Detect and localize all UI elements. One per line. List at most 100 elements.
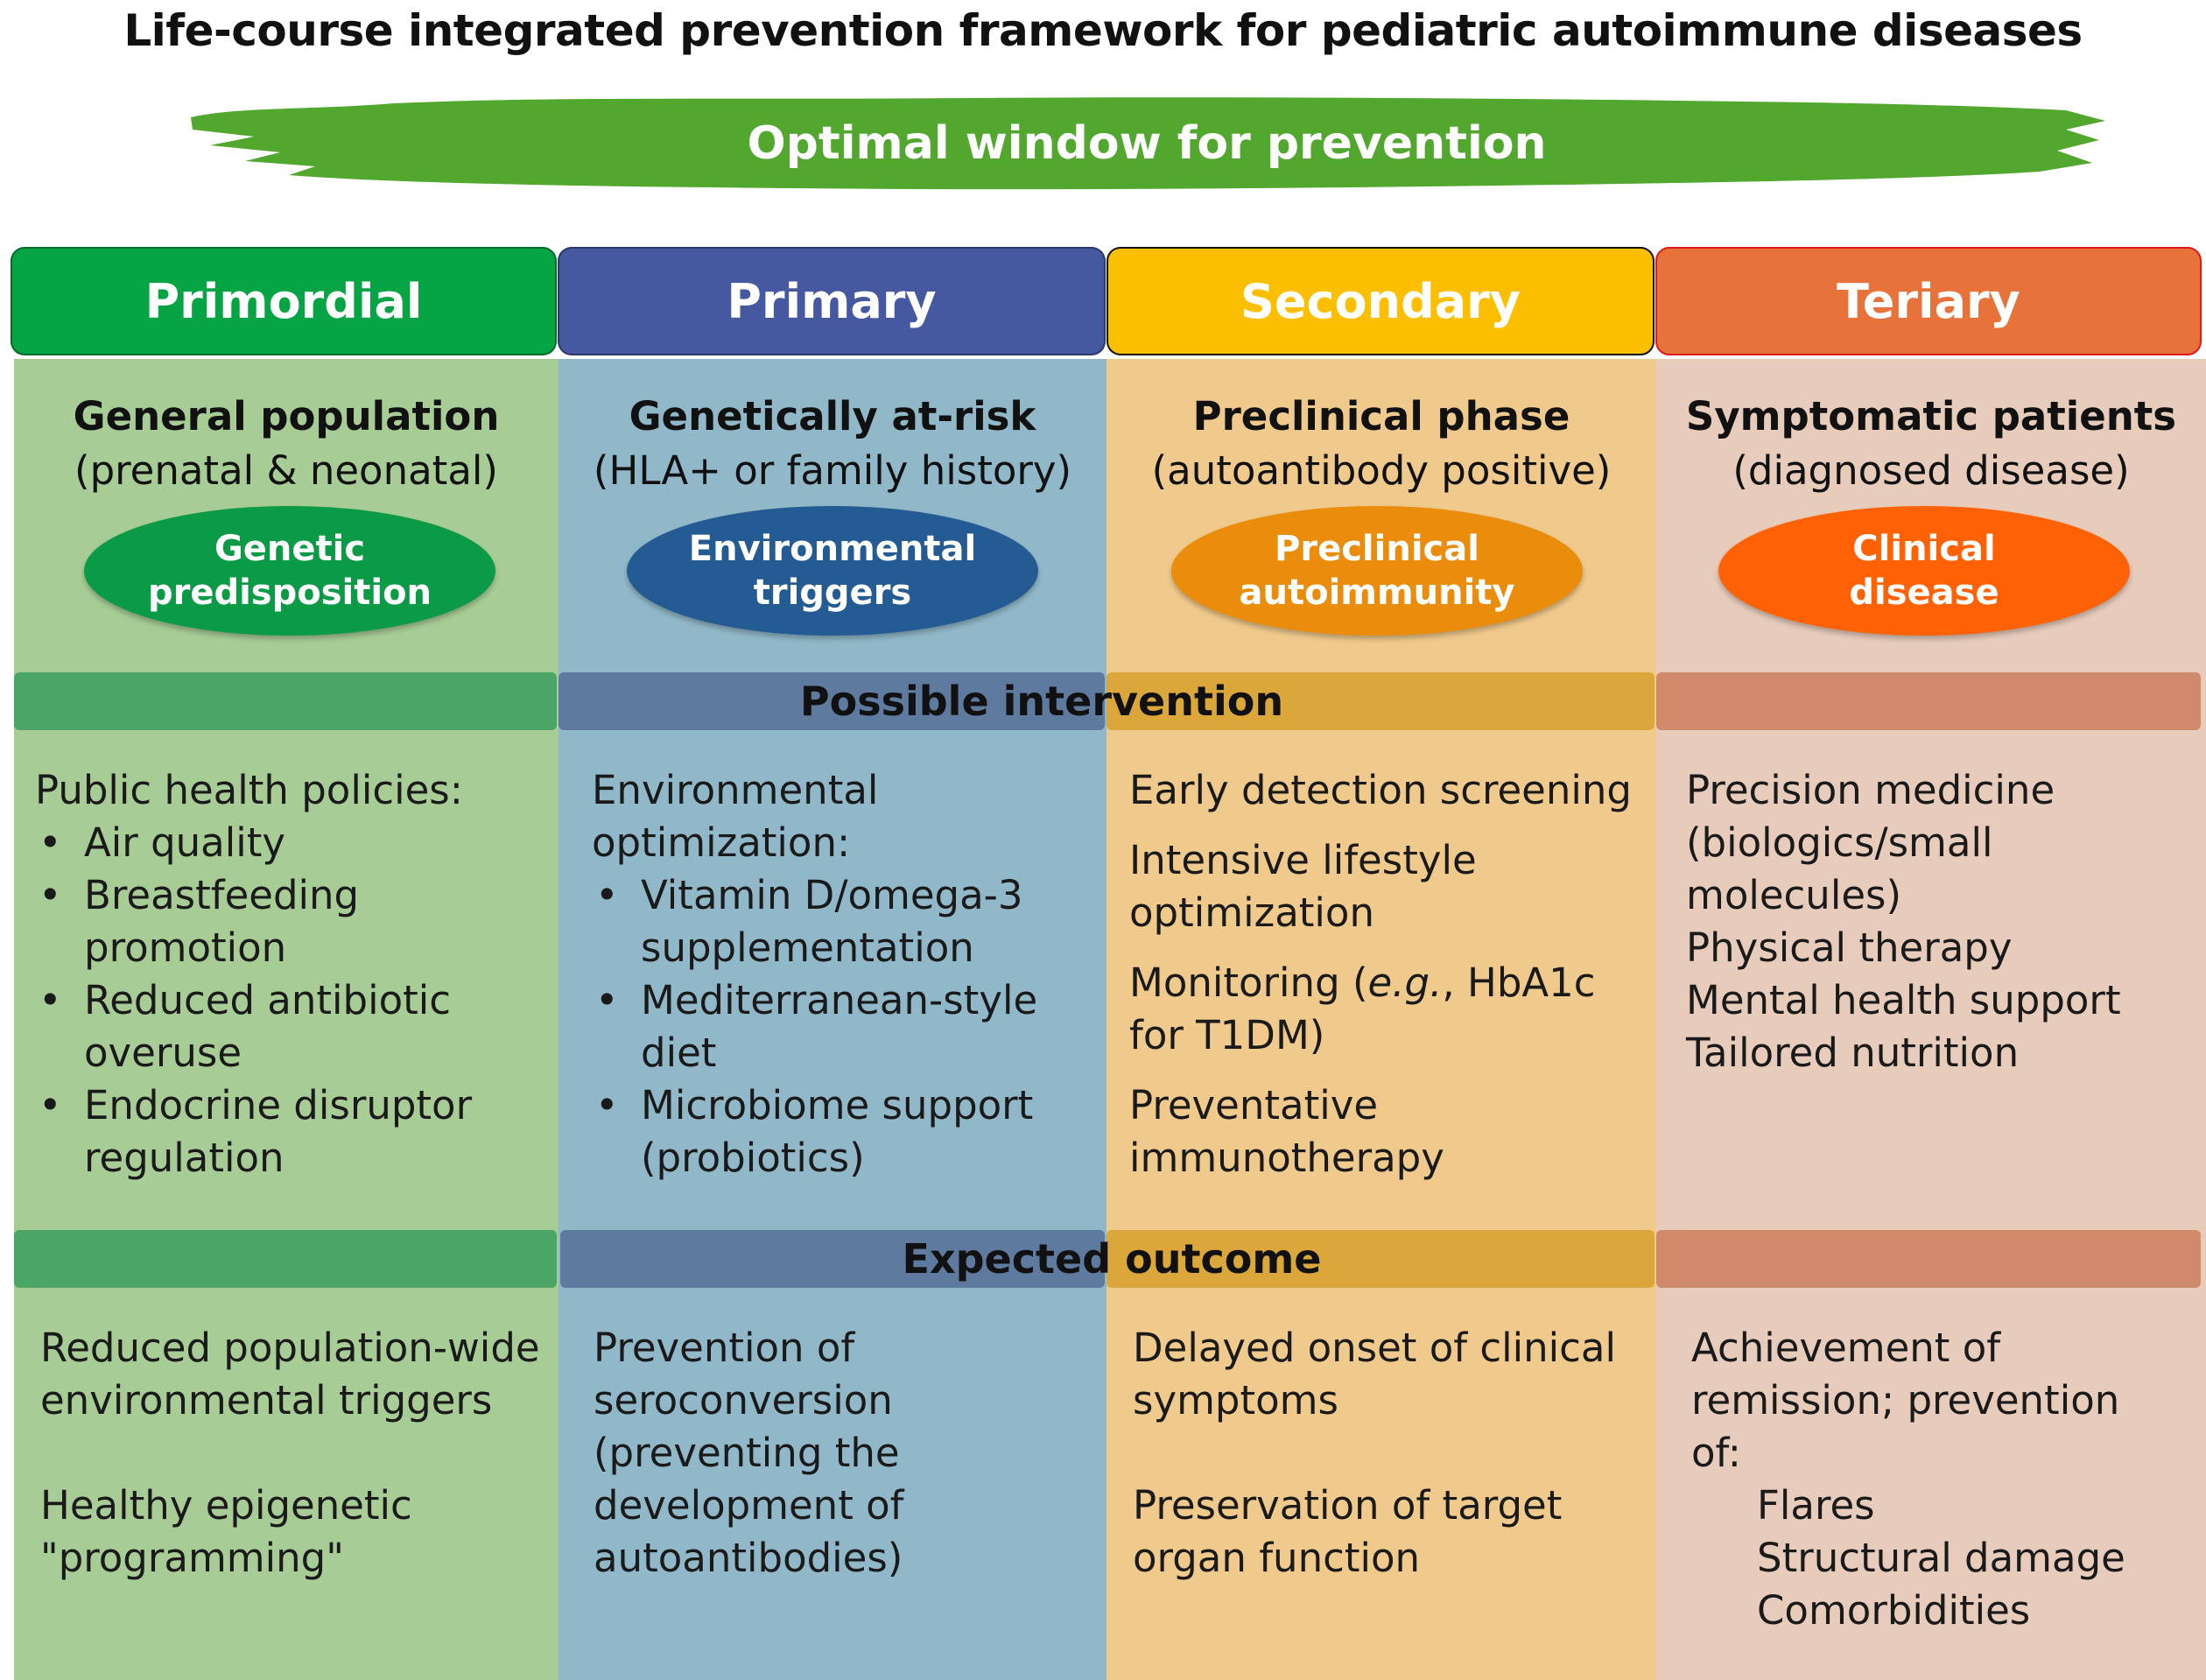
outcome-band-primordial xyxy=(14,1230,557,1288)
outcome-item: symptoms xyxy=(1133,1377,1338,1423)
spacer xyxy=(1129,1062,1632,1079)
outcome-list-primordial: Reduced population-wide environmental tr… xyxy=(40,1322,540,1585)
outcome-subitem: Comorbidities xyxy=(1757,1587,2031,1634)
outcome-band-primary xyxy=(560,1230,1105,1288)
intervention-band-primordial xyxy=(14,672,557,730)
text-part-italic: e.g. xyxy=(1367,959,1443,1006)
target-primordial: General population (prenatal & neonatal) xyxy=(14,390,559,498)
outcome-subitem: Structural damage xyxy=(1757,1535,2125,1581)
bullet-continuation: supplementation xyxy=(641,924,974,971)
stage-line: disease xyxy=(1849,573,1999,613)
target-subtitle: (autoantibody positive) xyxy=(1151,447,1612,494)
intervention-item: Early detection screening xyxy=(1129,767,1632,813)
bullet-item: Breastfeeding xyxy=(35,869,472,922)
intervention-list-primary: Environmental optimization: Vitamin D/om… xyxy=(592,764,1037,1184)
prevention-window-banner: Optimal window for prevention xyxy=(184,91,2110,196)
bullet-continuation: promotion xyxy=(84,924,287,971)
intervention-item: Preventative xyxy=(1129,1082,1379,1128)
target-title: Symptomatic patients xyxy=(1685,393,2177,439)
stage-line: triggers xyxy=(753,573,912,613)
intervention-item: Mental health support xyxy=(1686,977,2121,1023)
intervention-item: Precision medicine xyxy=(1686,767,2055,813)
outcome-subitem: Flares xyxy=(1757,1482,1875,1529)
intervention-item: Physical therapy xyxy=(1686,924,2013,971)
target-secondary: Preclinical phase (autoantibody positive… xyxy=(1107,390,1656,498)
stage-line: predisposition xyxy=(147,573,432,613)
outcome-item: environmental triggers xyxy=(40,1377,493,1423)
bullet-item: Air quality xyxy=(35,817,472,869)
intervention-item: Intensive lifestyle xyxy=(1129,837,1477,883)
target-tertiary: Symptomatic patients (diagnosed disease) xyxy=(1656,390,2206,498)
figure-title: Life-course integrated prevention framew… xyxy=(123,5,2083,56)
bullet-item: Endocrine disruptor xyxy=(35,1079,472,1132)
outcome-item: organ function xyxy=(1133,1535,1421,1581)
expected-outcome-label: Expected outcome xyxy=(902,1235,1322,1283)
outcome-item: seroconversion xyxy=(594,1377,893,1423)
stage-line: Genetic xyxy=(214,529,366,569)
outcome-item: of: xyxy=(1691,1430,1741,1476)
target-title: Genetically at-risk xyxy=(629,393,1036,439)
target-subtitle: (HLA+ or family history) xyxy=(593,447,1072,494)
possible-intervention-label: Possible intervention xyxy=(799,678,1284,725)
target-title: Preclinical phase xyxy=(1192,393,1570,439)
header-primordial: Primordial xyxy=(11,247,557,355)
outcome-item: development of xyxy=(594,1482,904,1529)
intervention-intro: Public health policies: xyxy=(35,767,463,813)
outcome-band-tertiary xyxy=(1656,1230,2201,1288)
bullet-continuation: (probiotics) xyxy=(641,1135,865,1181)
intervention-list-tertiary: Precision medicine (biologics/small mole… xyxy=(1686,764,2121,1079)
stage-line: Clinical xyxy=(1852,529,1996,569)
stage-line: Preclinical xyxy=(1275,529,1479,569)
outcome-item: Reduced population-wide xyxy=(40,1325,540,1371)
spacer xyxy=(1129,939,1632,957)
bullet-item: Reduced antibiotic xyxy=(35,974,472,1027)
spacer xyxy=(1133,1427,1616,1480)
intervention-item: Tailored nutrition xyxy=(1686,1030,2020,1076)
target-primary: Genetically at-risk (HLA+ or family hist… xyxy=(559,390,1107,498)
text-part: , HbA1c xyxy=(1442,959,1596,1006)
bullet-item: Microbiome support xyxy=(592,1079,1037,1132)
intervention-item-monitoring: Monitoring (e.g., HbA1c xyxy=(1129,957,1632,1009)
intervention-band-primary xyxy=(559,672,1105,730)
intervention-item: molecules) xyxy=(1686,872,1902,918)
outcome-item: Prevention of xyxy=(594,1325,855,1371)
outcome-item: Delayed onset of clinical xyxy=(1133,1325,1616,1371)
target-subtitle: (diagnosed disease) xyxy=(1732,447,2130,494)
outcome-list-primary: Prevention of seroconversion (preventing… xyxy=(594,1322,904,1585)
spacer xyxy=(1129,817,1632,834)
intervention-item: optimization xyxy=(1129,889,1374,936)
outcome-item: autoantibodies) xyxy=(594,1535,903,1581)
intervention-band-secondary xyxy=(1107,672,1654,730)
header-tertiary: Teriary xyxy=(1655,247,2202,355)
intervention-intro: Environmental xyxy=(592,767,879,813)
intervention-item: immunotherapy xyxy=(1129,1135,1444,1181)
stage-line: autoimmunity xyxy=(1239,573,1515,613)
bullet-item: Vitamin D/omega-3 xyxy=(592,869,1037,922)
intervention-item: for T1DM) xyxy=(1129,1012,1325,1058)
outcome-item: remission; prevention xyxy=(1691,1377,2120,1423)
header-secondary: Secondary xyxy=(1107,247,1654,355)
intervention-band-tertiary xyxy=(1656,672,2201,730)
brush-stroke-fill xyxy=(191,97,2105,190)
bullet-item: Mediterranean-style xyxy=(592,974,1037,1027)
outcome-item: Healthy epigenetic xyxy=(40,1482,412,1529)
stage-line: Environmental xyxy=(688,529,977,569)
outcome-list-tertiary: Achievement of remission; prevention of:… xyxy=(1691,1322,2125,1637)
bullet-continuation: regulation xyxy=(84,1135,285,1181)
header-primary: Primary xyxy=(558,247,1106,355)
intervention-list-secondary: Early detection screening Intensive life… xyxy=(1129,764,1632,1184)
intervention-list-primordial: Public health policies: Air quality Brea… xyxy=(35,764,472,1184)
bullet-continuation: overuse xyxy=(84,1030,242,1076)
bullet-continuation: diet xyxy=(641,1030,717,1076)
intervention-item: (biologics/small xyxy=(1686,819,1993,866)
target-title: General population xyxy=(73,393,500,439)
outcome-band-secondary xyxy=(1107,1230,1654,1288)
outcome-item: Preservation of target xyxy=(1133,1482,1563,1529)
banner-label: Optimal window for prevention xyxy=(747,117,1547,170)
target-subtitle: (prenatal & neonatal) xyxy=(74,447,498,494)
intervention-intro: optimization: xyxy=(592,819,851,866)
